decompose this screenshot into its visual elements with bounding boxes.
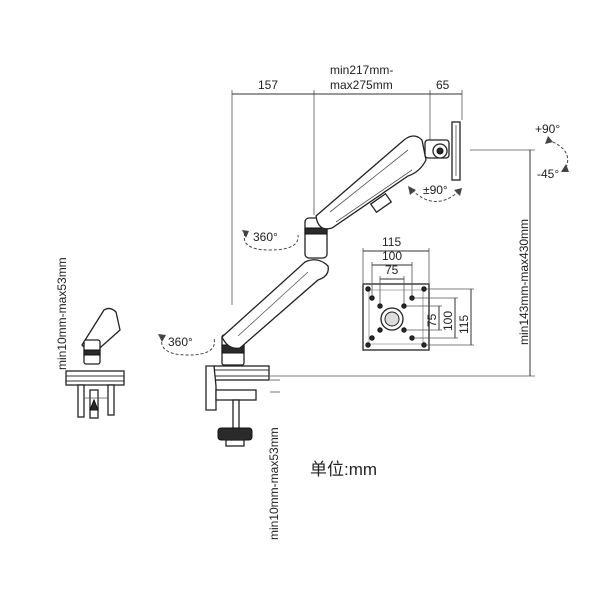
side-range-label: min10mm-max53mm — [55, 257, 69, 370]
side-view — [65, 307, 125, 419]
vesa-100-h: 100 — [382, 249, 402, 263]
clamp-range-label: min10mm-max53mm — [267, 427, 281, 540]
vesa-115-v: 115 — [457, 315, 471, 334]
vesa-115-h: 115 — [382, 235, 401, 249]
monitor-arm — [221, 121, 461, 366]
vesa-75-h: 75 — [385, 263, 399, 277]
swivel-arrow — [408, 186, 462, 202]
vesa-100-v: 100 — [441, 311, 455, 331]
desk-clamp — [205, 365, 280, 447]
dim-min-reach: min217mm- — [330, 63, 393, 77]
dim-65: 65 — [436, 78, 450, 92]
lower-rotation-label: 360° — [168, 335, 193, 349]
dim-157: 157 — [258, 78, 278, 92]
lower-rotation-arrow — [158, 334, 215, 356]
tilt-arrow — [545, 136, 569, 172]
tilt-down-label: -45° — [537, 167, 559, 181]
right-height-dimension — [270, 149, 535, 377]
upper-rotation-arrow — [242, 230, 299, 251]
dim-max-reach: max275mm — [330, 78, 393, 92]
unit-label: 单位:mm — [310, 460, 377, 479]
vesa-plate — [362, 248, 474, 351]
top-dimension-lines — [231, 90, 463, 305]
swivel-label: ±90° — [423, 183, 448, 197]
tilt-up-label: +90° — [535, 122, 560, 136]
upper-rotation-label: 360° — [253, 230, 278, 244]
vesa-75-v: 75 — [425, 313, 439, 327]
dim-height-range: min143mm-max430mm — [517, 219, 531, 345]
